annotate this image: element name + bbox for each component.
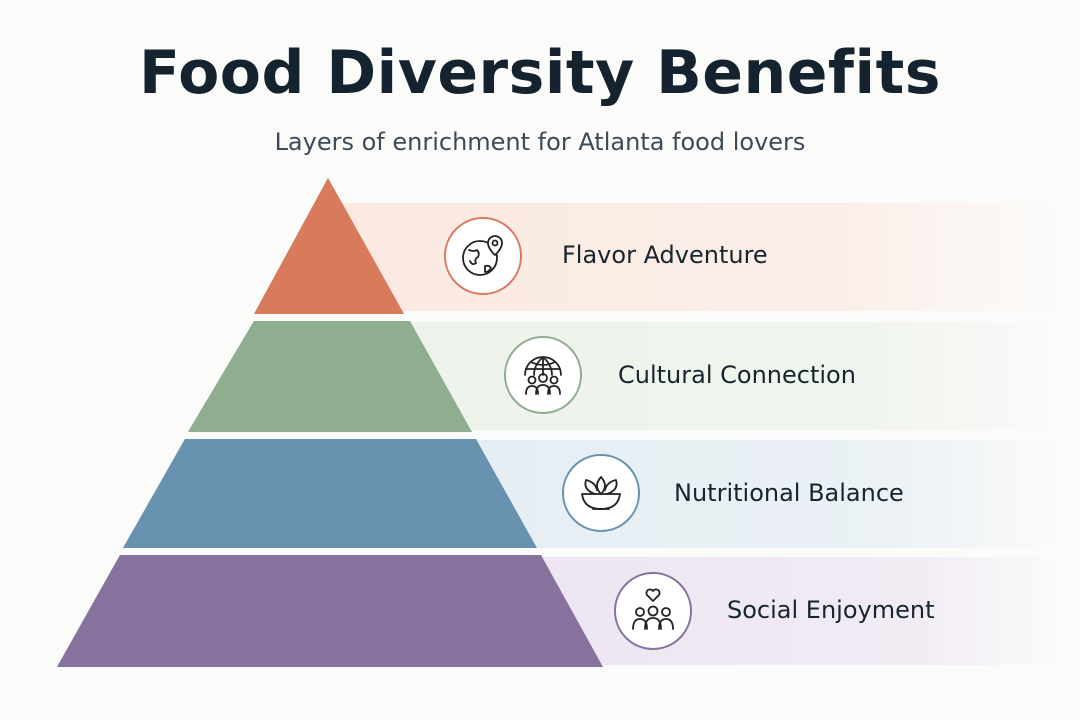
heart-people-icon <box>614 572 692 650</box>
pyramid-tier-2 <box>188 321 472 432</box>
page-subtitle: Layers of enrichment for Atlanta food lo… <box>274 128 806 156</box>
layer-label-cultural: Cultural Connection <box>618 361 856 389</box>
pyramid-tier-4 <box>57 555 603 667</box>
page-title: Food Diversity Benefits <box>139 38 941 108</box>
pyramid-tier-1 <box>254 178 404 314</box>
layer-label-flavor: Flavor Adventure <box>562 241 768 269</box>
layer-label-nutritional: Nutritional Balance <box>674 479 904 507</box>
globe-people-icon <box>504 336 582 414</box>
pyramid-tier-3 <box>123 439 537 548</box>
layer-label-social: Social Enjoyment <box>727 596 935 624</box>
globe-map-pin-icon <box>444 217 522 295</box>
salad-bowl-icon <box>562 454 640 532</box>
